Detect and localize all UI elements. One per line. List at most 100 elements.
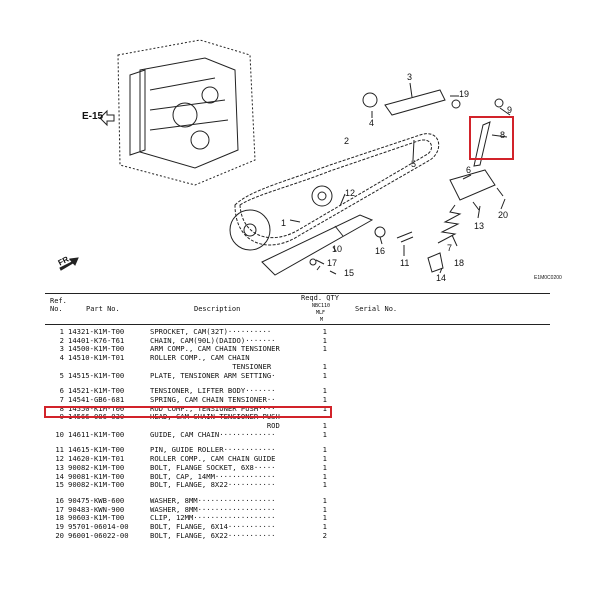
header-model-line3: M <box>320 317 324 323</box>
header-model-line1: NBC110 <box>312 303 331 309</box>
header-ref-line2: No. <box>50 305 63 313</box>
row-part-no: 14521-K1M-T00 <box>68 386 125 396</box>
callout-20: 20 <box>498 210 509 220</box>
callout-13: 13 <box>474 221 485 231</box>
row-qty: 1 <box>322 495 327 505</box>
header-description: Description <box>194 305 241 313</box>
callout-7: 7 <box>447 243 453 253</box>
row-ref-no: 14 <box>55 471 64 481</box>
highlight-box-part-8 <box>469 116 514 160</box>
row-qty: 1 <box>322 327 327 336</box>
row-description: ROLLER COMP., CAM CHAIN GUIDE <box>150 454 276 464</box>
callout-4: 4 <box>369 118 375 128</box>
callout-18: 18 <box>454 258 465 268</box>
row-part-no: 14321-K1M-T00 <box>68 327 125 336</box>
row-description: ROD COMP., TENSIONER PUSH···· <box>150 403 276 413</box>
row-qty: 1 <box>322 386 327 396</box>
callout-6: 6 <box>466 165 472 175</box>
row-qty: 1 <box>322 462 327 472</box>
header-qty: Reqd. QTY <box>301 294 339 302</box>
row-description: BOLT, FLANGE, 8X22··········· <box>150 480 276 490</box>
row-ref-no: 18 <box>55 513 64 523</box>
row-part-no: 14541-GB6-681 <box>68 394 125 404</box>
row-description: BOLT, FLANGE SOCKET, 6X8····· <box>150 462 276 472</box>
row-description: CHAIN, CAM(90L)(DAIDO)······· <box>150 335 276 345</box>
row-ref-no: 3 <box>59 344 64 354</box>
row-ref-no: 15 <box>55 480 64 490</box>
row-qty: 1 <box>322 429 327 439</box>
callout-19: 19 <box>459 89 470 99</box>
row-qty: 1 <box>322 370 327 380</box>
row-ref-no: 6 <box>59 386 64 396</box>
row-qty: 1 <box>322 361 327 371</box>
row-qty: 1 <box>322 504 327 514</box>
header-bottom-rule <box>45 324 550 325</box>
row-description: SPRING, CAM CHAIN TENSIONER·· <box>150 394 276 404</box>
section-reference-label: E-15 <box>82 111 104 122</box>
row-part-no: 14550-K1M-T00 <box>68 403 125 413</box>
callout-12: 12 <box>345 188 356 198</box>
row-ref-no: 1 <box>59 327 64 336</box>
row-description: WASHER, 8MM·················· <box>150 504 276 514</box>
row-ref-no: 2 <box>59 335 64 345</box>
row-part-no: 14510-K1M-T01 <box>68 353 125 363</box>
row-qty: 1 <box>322 403 327 413</box>
row-part-no: 14401-K76-T61 <box>68 335 125 345</box>
row-ref-no: 20 <box>55 530 64 540</box>
row-ref-no: 16 <box>55 495 64 505</box>
row-qty: 1 <box>322 344 327 354</box>
callout-2: 2 <box>344 136 350 146</box>
drawing-code: E1M0C0200 <box>534 275 562 281</box>
callout-15: 15 <box>344 268 355 278</box>
row-part-no: 90483-KWN-900 <box>68 504 125 514</box>
row-ref-no: 4 <box>59 353 64 363</box>
row-description: BOLT, FLANGE, 6X22··········· <box>150 530 276 540</box>
row-part-no: 14611-K1M-T00 <box>68 429 125 439</box>
row-part-no: 90082-K1M-T00 <box>68 480 125 490</box>
row-part-no: 95701-06014-00 <box>68 522 129 531</box>
callout-14: 14 <box>436 273 447 283</box>
header-serial-no: Serial No. <box>355 305 398 313</box>
row-ref-no: 12 <box>55 454 64 464</box>
row-qty: 1 <box>322 335 327 345</box>
callout-3: 3 <box>407 72 413 82</box>
row-qty: 1 <box>322 421 327 430</box>
row-ref-no: 19 <box>55 522 64 531</box>
row-qty: 1 <box>322 513 327 523</box>
row-qty: 1 <box>322 445 327 455</box>
diagram-drawing <box>59 39 511 276</box>
callout-16: 16 <box>375 246 386 256</box>
row-ref-no: 13 <box>55 462 64 472</box>
callout-1: 1 <box>281 218 287 228</box>
row-part-no: 96001-06022-00 <box>68 530 129 540</box>
row-qty: 1 <box>322 471 327 481</box>
highlight-row-8 <box>44 406 332 418</box>
exploded-parts-diagram: E-15 FR. E1M0C0200 1 2 3 4 5 6 7 8 9 10 … <box>0 0 600 290</box>
row-ref-no: 5 <box>59 370 64 380</box>
header-part-no: Part No. <box>86 305 120 313</box>
row-ref-no: 7 <box>59 394 64 404</box>
header-ref-line1: Ref. <box>50 297 67 305</box>
callout-11: 11 <box>400 258 410 268</box>
row-part-no: 14615-K1M-T00 <box>68 445 125 455</box>
callout-17: 17 <box>327 258 338 268</box>
row-description: ROLLER COMP., CAM CHAIN <box>150 353 250 363</box>
callout-5: 5 <box>411 159 417 169</box>
row-part-no: 14515-K1M-T00 <box>68 370 125 380</box>
row-description: TENSIONER <box>150 361 272 371</box>
row-description: BOLT, CAP, 14MM·············· <box>150 471 276 481</box>
row-part-no: 14500-K1M-T00 <box>68 344 125 354</box>
row-description: PLATE, TENSIONER ARM SETTING· <box>150 370 276 380</box>
row-qty: 1 <box>322 522 327 531</box>
callout-8: 8 <box>500 130 506 140</box>
row-description: PIN, GUIDE ROLLER············ <box>150 445 276 455</box>
row-part-no: 90603-K1M-T00 <box>68 513 125 523</box>
row-description: ROD <box>150 421 280 430</box>
table-top-rule <box>45 293 550 294</box>
row-description: TENSIONER, LIFTER BODY······· <box>150 386 276 396</box>
row-qty: 1 <box>322 454 327 464</box>
row-ref-no: 10 <box>55 429 64 439</box>
header-model-line2: MLF <box>316 310 326 316</box>
row-part-no: 90081-K1M-T00 <box>68 471 125 481</box>
row-part-no: 14620-K1M-T01 <box>68 454 125 464</box>
